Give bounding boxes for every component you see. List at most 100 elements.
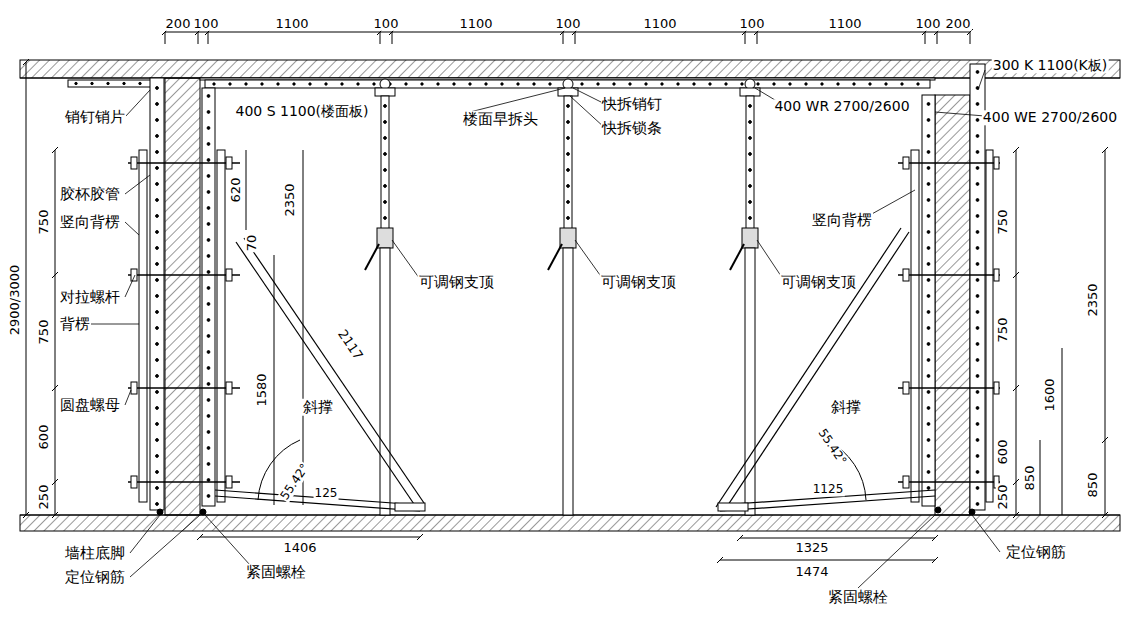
panel-hole bbox=[384, 105, 387, 108]
panel-hole bbox=[156, 183, 159, 186]
dimension-text: 1325 bbox=[794, 541, 829, 555]
leader-line bbox=[570, 96, 605, 128]
panel-hole bbox=[156, 391, 159, 394]
panel-hole bbox=[976, 119, 979, 122]
dimension-line bbox=[246, 150, 247, 230]
dimension-line bbox=[1105, 150, 1106, 515]
extension-line bbox=[380, 32, 381, 44]
panel-hole bbox=[156, 103, 159, 106]
tie-rod bbox=[898, 162, 1000, 163]
disk-nut bbox=[226, 476, 232, 488]
panel-hole bbox=[927, 119, 930, 122]
dimension-text: 750 bbox=[37, 319, 51, 346]
extension-line bbox=[165, 32, 166, 44]
dimension-text: 1100 bbox=[827, 17, 862, 31]
dimension-tick bbox=[52, 272, 58, 278]
panel-hole bbox=[661, 83, 663, 85]
panel-hole bbox=[567, 121, 570, 124]
prop-outer-tube bbox=[563, 248, 573, 515]
extension-line bbox=[198, 32, 199, 44]
panel-hole bbox=[749, 185, 752, 188]
panel-hole bbox=[749, 201, 752, 204]
dimension-text: 1474 bbox=[794, 565, 829, 579]
fastening-bolt bbox=[935, 507, 941, 513]
panel-hole bbox=[927, 167, 930, 170]
tie-rod bbox=[128, 274, 240, 275]
extension-line bbox=[745, 32, 746, 44]
part-label: 斜撑 bbox=[830, 399, 862, 416]
dimension-text: 620 bbox=[229, 177, 243, 204]
panel-hole bbox=[437, 83, 439, 85]
panel-hole bbox=[567, 105, 570, 108]
panel-hole bbox=[927, 375, 930, 378]
leader-line bbox=[870, 190, 915, 215]
prop-inner-tube bbox=[746, 96, 754, 230]
disk-nut bbox=[131, 157, 137, 169]
fastening-bolt bbox=[200, 509, 206, 515]
panel-hole bbox=[757, 83, 759, 85]
prop-inner-tube bbox=[381, 96, 389, 230]
part-label: 快拆销钉 bbox=[601, 96, 663, 113]
panel-hole bbox=[976, 295, 979, 298]
panel-hole bbox=[976, 407, 979, 410]
panel-hole bbox=[245, 83, 247, 85]
vertical-back-beam bbox=[986, 150, 993, 502]
dimension-line bbox=[740, 538, 935, 539]
wall-panel bbox=[202, 88, 215, 506]
vertical-back-beam bbox=[139, 150, 147, 502]
dimension-text: 850 bbox=[1023, 465, 1037, 492]
panel-hole bbox=[821, 83, 823, 85]
panel-hole bbox=[927, 295, 930, 298]
disk-nut bbox=[226, 269, 232, 281]
disk-nut bbox=[131, 269, 137, 281]
part-label: 竖向背楞 bbox=[59, 214, 121, 231]
panel-hole bbox=[156, 167, 159, 170]
panel-hole bbox=[927, 311, 930, 314]
dimension-text: 2900/3000 bbox=[8, 264, 22, 337]
dimension-text: 100 bbox=[739, 17, 766, 31]
part-label: 400 WR 2700/2600 bbox=[773, 99, 910, 114]
dimension-text: 2117 bbox=[334, 326, 365, 363]
panel-hole bbox=[927, 455, 930, 458]
dimension-tick bbox=[1102, 147, 1108, 153]
dimension-text: 100 bbox=[193, 17, 220, 31]
part-label: 定位钢筋 bbox=[1005, 544, 1067, 561]
panel-hole bbox=[927, 183, 930, 186]
dimension-text: 1100 bbox=[458, 17, 493, 31]
dimension-line bbox=[274, 255, 275, 505]
panel-hole bbox=[501, 83, 503, 85]
panel-hole bbox=[156, 311, 159, 314]
panel-hole bbox=[207, 223, 210, 226]
panel-hole bbox=[156, 247, 159, 250]
panel-hole bbox=[293, 83, 295, 85]
panel-hole bbox=[725, 83, 727, 85]
panel-hole bbox=[384, 185, 387, 188]
dimension-text: 750 bbox=[37, 209, 51, 236]
extension-line bbox=[970, 32, 971, 44]
panel-hole bbox=[156, 263, 159, 266]
panel-hole bbox=[976, 471, 979, 474]
tie-rod bbox=[898, 274, 1000, 275]
dimension-text: 1100 bbox=[642, 17, 677, 31]
panel-hole bbox=[709, 83, 711, 85]
panel-hole bbox=[207, 479, 210, 482]
panel-hole bbox=[976, 455, 979, 458]
part-label: 对拉螺杆 bbox=[59, 289, 121, 306]
part-label: 300 K 1100(K板) bbox=[992, 58, 1109, 73]
panel-hole bbox=[567, 201, 570, 204]
disk-nut bbox=[131, 382, 137, 394]
panel-hole bbox=[139, 82, 141, 84]
prop-handle bbox=[730, 244, 744, 270]
extension-line bbox=[925, 32, 926, 44]
panel-hole bbox=[927, 215, 930, 218]
disk-nut bbox=[131, 476, 137, 488]
panel-hole bbox=[156, 215, 159, 218]
panel-hole bbox=[927, 487, 930, 490]
leader-line bbox=[130, 515, 200, 577]
brace-base bbox=[720, 496, 935, 511]
leader-line bbox=[972, 515, 1000, 552]
panel-hole bbox=[976, 327, 979, 330]
panel-hole bbox=[156, 295, 159, 298]
dimension-tick bbox=[23, 512, 29, 518]
panel-hole bbox=[309, 83, 311, 85]
